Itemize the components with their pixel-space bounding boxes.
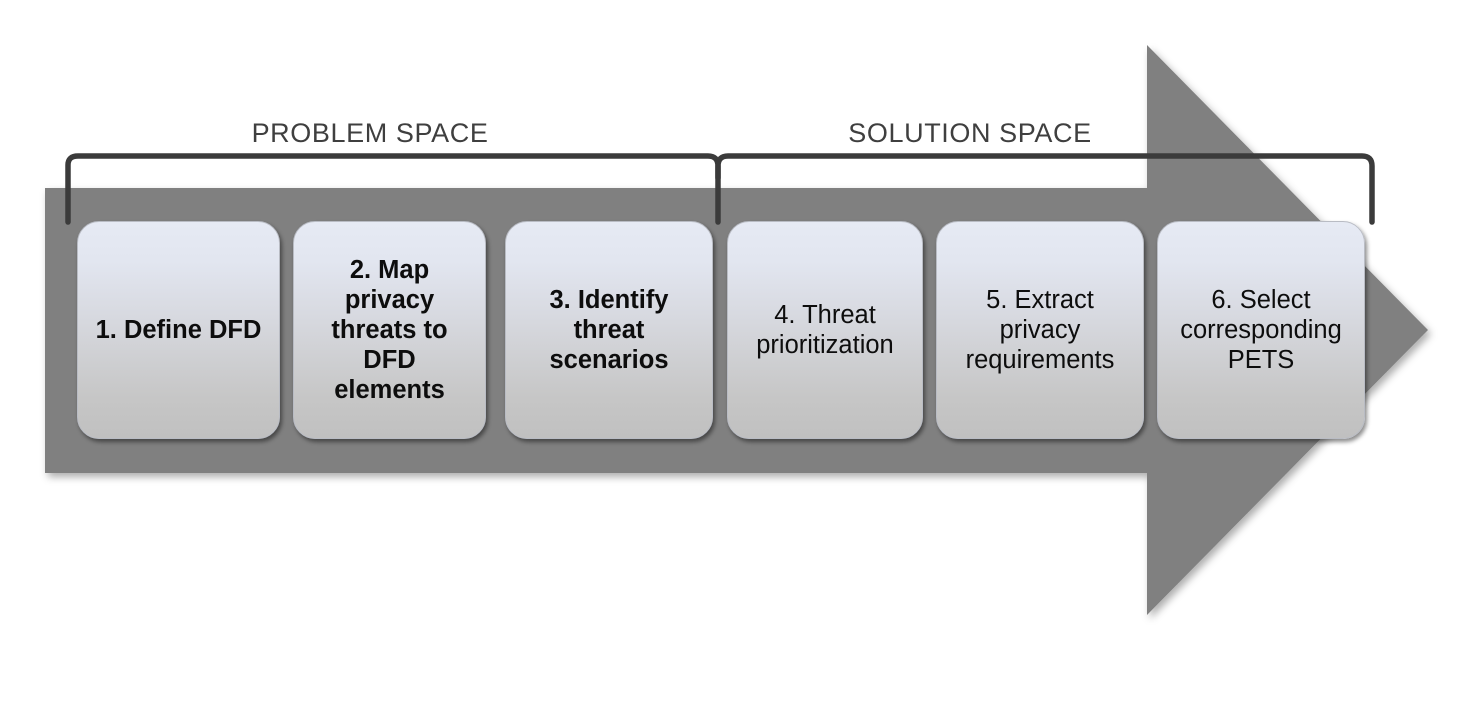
step-label-2: 2. Map privacy threats to DFD elements: [331, 255, 448, 405]
step-label-4: 4. Threat prioritization: [756, 300, 894, 359]
step-box-3[interactable]: 3. Identify threat scenarios: [505, 221, 713, 439]
step-label-6: 6. Select corresponding PETS: [1180, 285, 1342, 375]
step-box-5[interactable]: 5. Extract privacy requirements: [936, 221, 1144, 439]
phase-label-problem-space: PROBLEM SPACE: [251, 118, 489, 148]
step-box-4[interactable]: 4. Threat prioritization: [727, 221, 923, 439]
step-box-6[interactable]: 6. Select corresponding PETS: [1157, 221, 1365, 439]
bracket-problem-space: [65, 153, 721, 225]
step-box-2[interactable]: 2. Map privacy threats to DFD elements: [293, 221, 486, 439]
step-label-1: 1. Define DFD: [95, 315, 262, 344]
step-box-1[interactable]: 1. Define DFD: [77, 221, 280, 439]
bracket-solution-space: [715, 153, 1375, 225]
phase-label-solution-space: SOLUTION SPACE: [848, 118, 1092, 148]
step-label-3: 3. Identify threat scenarios: [549, 285, 669, 375]
step-label-5: 5. Extract privacy requirements: [965, 285, 1115, 375]
